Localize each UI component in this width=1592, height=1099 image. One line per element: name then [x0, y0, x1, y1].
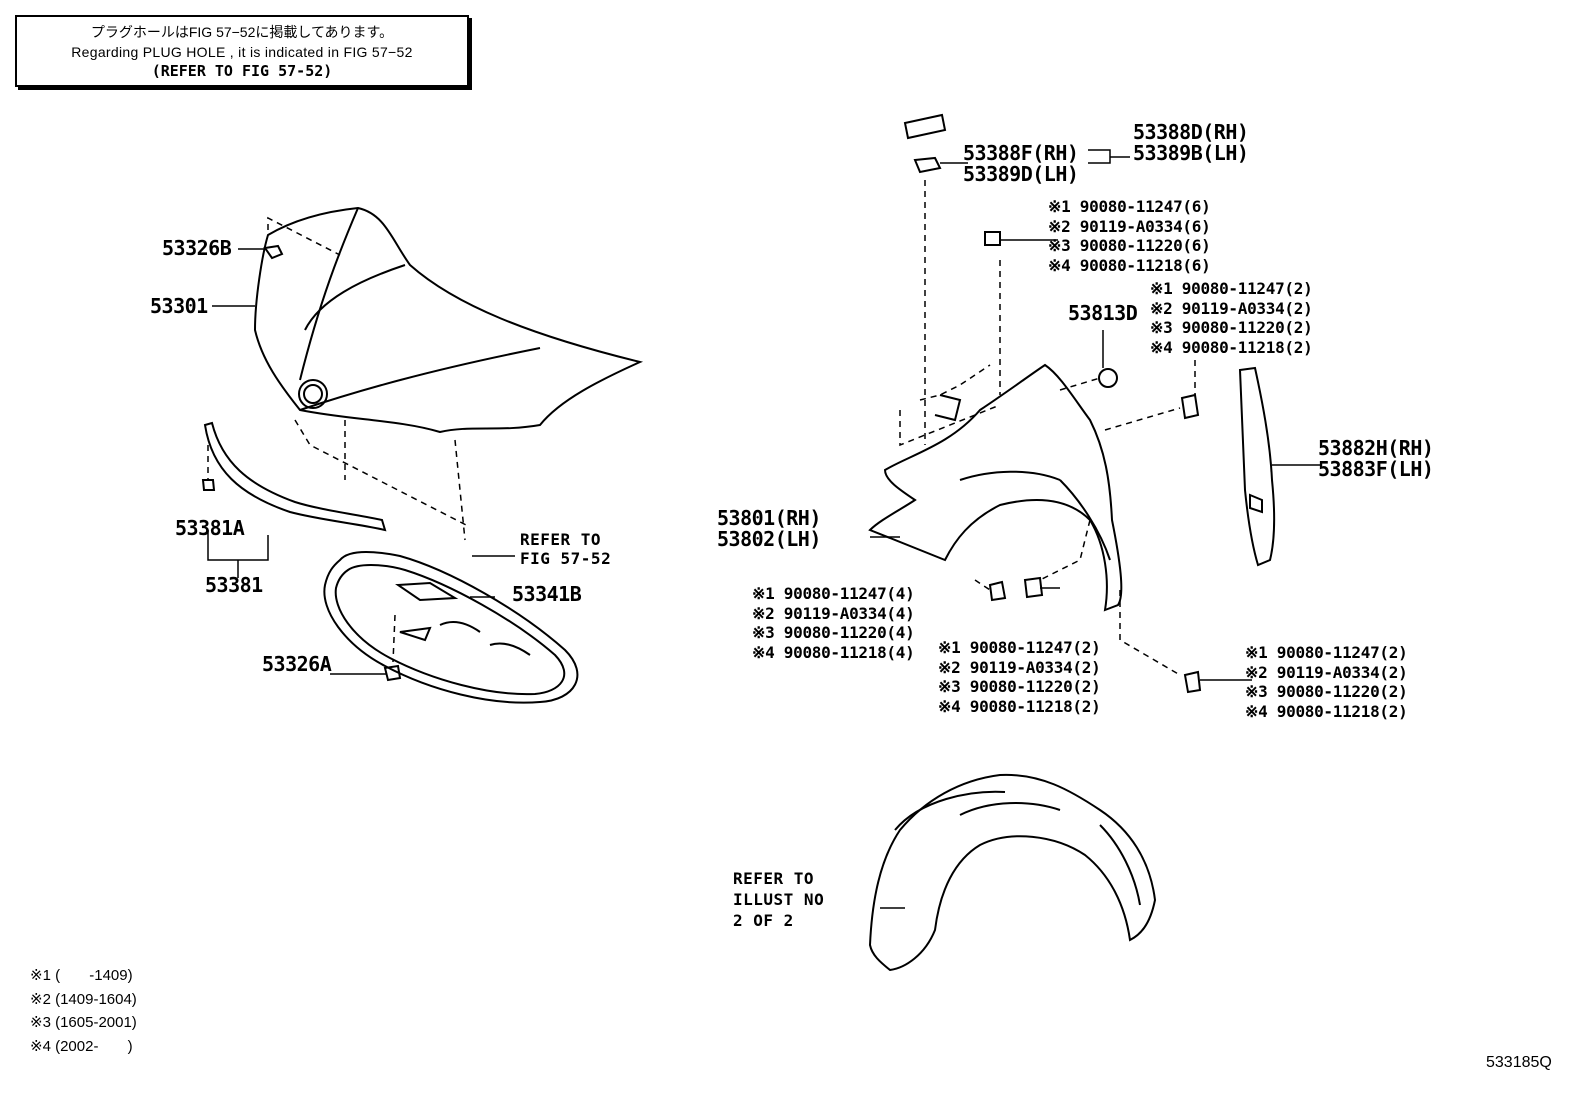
plug-53813D: [1098, 368, 1118, 388]
bolt-icon-right: [1180, 393, 1200, 420]
front-fender-53801: [868, 363, 1123, 612]
plug-hole-note: プラグホールはFIG 57−52に掲載してあります。 Regarding PLU…: [15, 15, 469, 87]
clip-53381A: [201, 479, 216, 491]
label-53341B: 53341B: [512, 582, 582, 606]
clip-53326A: [383, 664, 402, 682]
label-refer-illust: REFER TO ILLUST NO 2 OF 2: [733, 869, 825, 930]
seal-strip-53381: [203, 421, 387, 532]
label-53301: 53301: [150, 294, 208, 318]
bolt-icon-lower-right: [1183, 670, 1202, 694]
bolt-icon-lower-mid: [1023, 576, 1044, 599]
bolt-icon-lower-left: [988, 580, 1007, 602]
label-53388F: 53388F(RH) 53389D(LH): [963, 141, 1079, 186]
cap-53388D: [903, 113, 947, 140]
bolt-group-qty4: ※1 90080-11247(4)※2 90119-A0334(4) ※3 90…: [752, 584, 915, 662]
date-range-legend: ※1 ( -1409) ※2 (1409-1604) ※3 (1605-2001…: [30, 967, 137, 1055]
figure-code: 533185Q: [1486, 1054, 1552, 1071]
hood-53301: [253, 206, 644, 434]
bolt-group-qty2-middle: ※1 90080-11247(2)※2 90119-A0334(2) ※3 90…: [938, 638, 1101, 716]
clip-53326B: [263, 244, 284, 260]
bolt-group-qty6: ※1 90080-11247(6)※2 90119-A0334(6) ※3 90…: [1048, 197, 1211, 275]
cap-53388F: [913, 156, 942, 174]
label-53388D: 53388D(RH) 53389B(LH): [1133, 120, 1249, 165]
label-53326B: 53326B: [162, 236, 232, 260]
note-japanese: プラグホールはFIG 57−52に掲載してあります。: [90, 24, 394, 40]
label-refer-fig: REFER TO FIG 57-52: [520, 530, 612, 568]
leader-lines: [207, 149, 1322, 909]
bolt-icon-upper: [984, 231, 1001, 246]
label-53813D: 53813D: [1068, 301, 1138, 325]
fender-liner-bracket-53882H: [1238, 366, 1276, 567]
label-53801: 53801(RH) 53802(LH): [717, 506, 821, 551]
label-53326A: 53326A: [262, 652, 332, 676]
bolt-group-qty2-upper: ※1 90080-11247(2)※2 90119-A0334(2) ※3 90…: [1150, 279, 1313, 357]
dashed-lines: [207, 180, 1196, 676]
note-english: Regarding PLUG HOLE , it is indicated in…: [71, 44, 413, 60]
label-53882H: 53882H(RH) 53883F(LH): [1318, 436, 1434, 481]
label-53381: 53381: [205, 573, 263, 597]
fender-liner: [868, 773, 1157, 972]
label-53381A: 53381A: [175, 516, 245, 540]
note-reference: (REFER TO FIG 57-52): [151, 62, 333, 80]
bolt-group-qty2-lower: ※1 90080-11247(2)※2 90119-A0334(2) ※3 90…: [1245, 643, 1408, 721]
insulator-pad-53341B: [323, 551, 579, 704]
